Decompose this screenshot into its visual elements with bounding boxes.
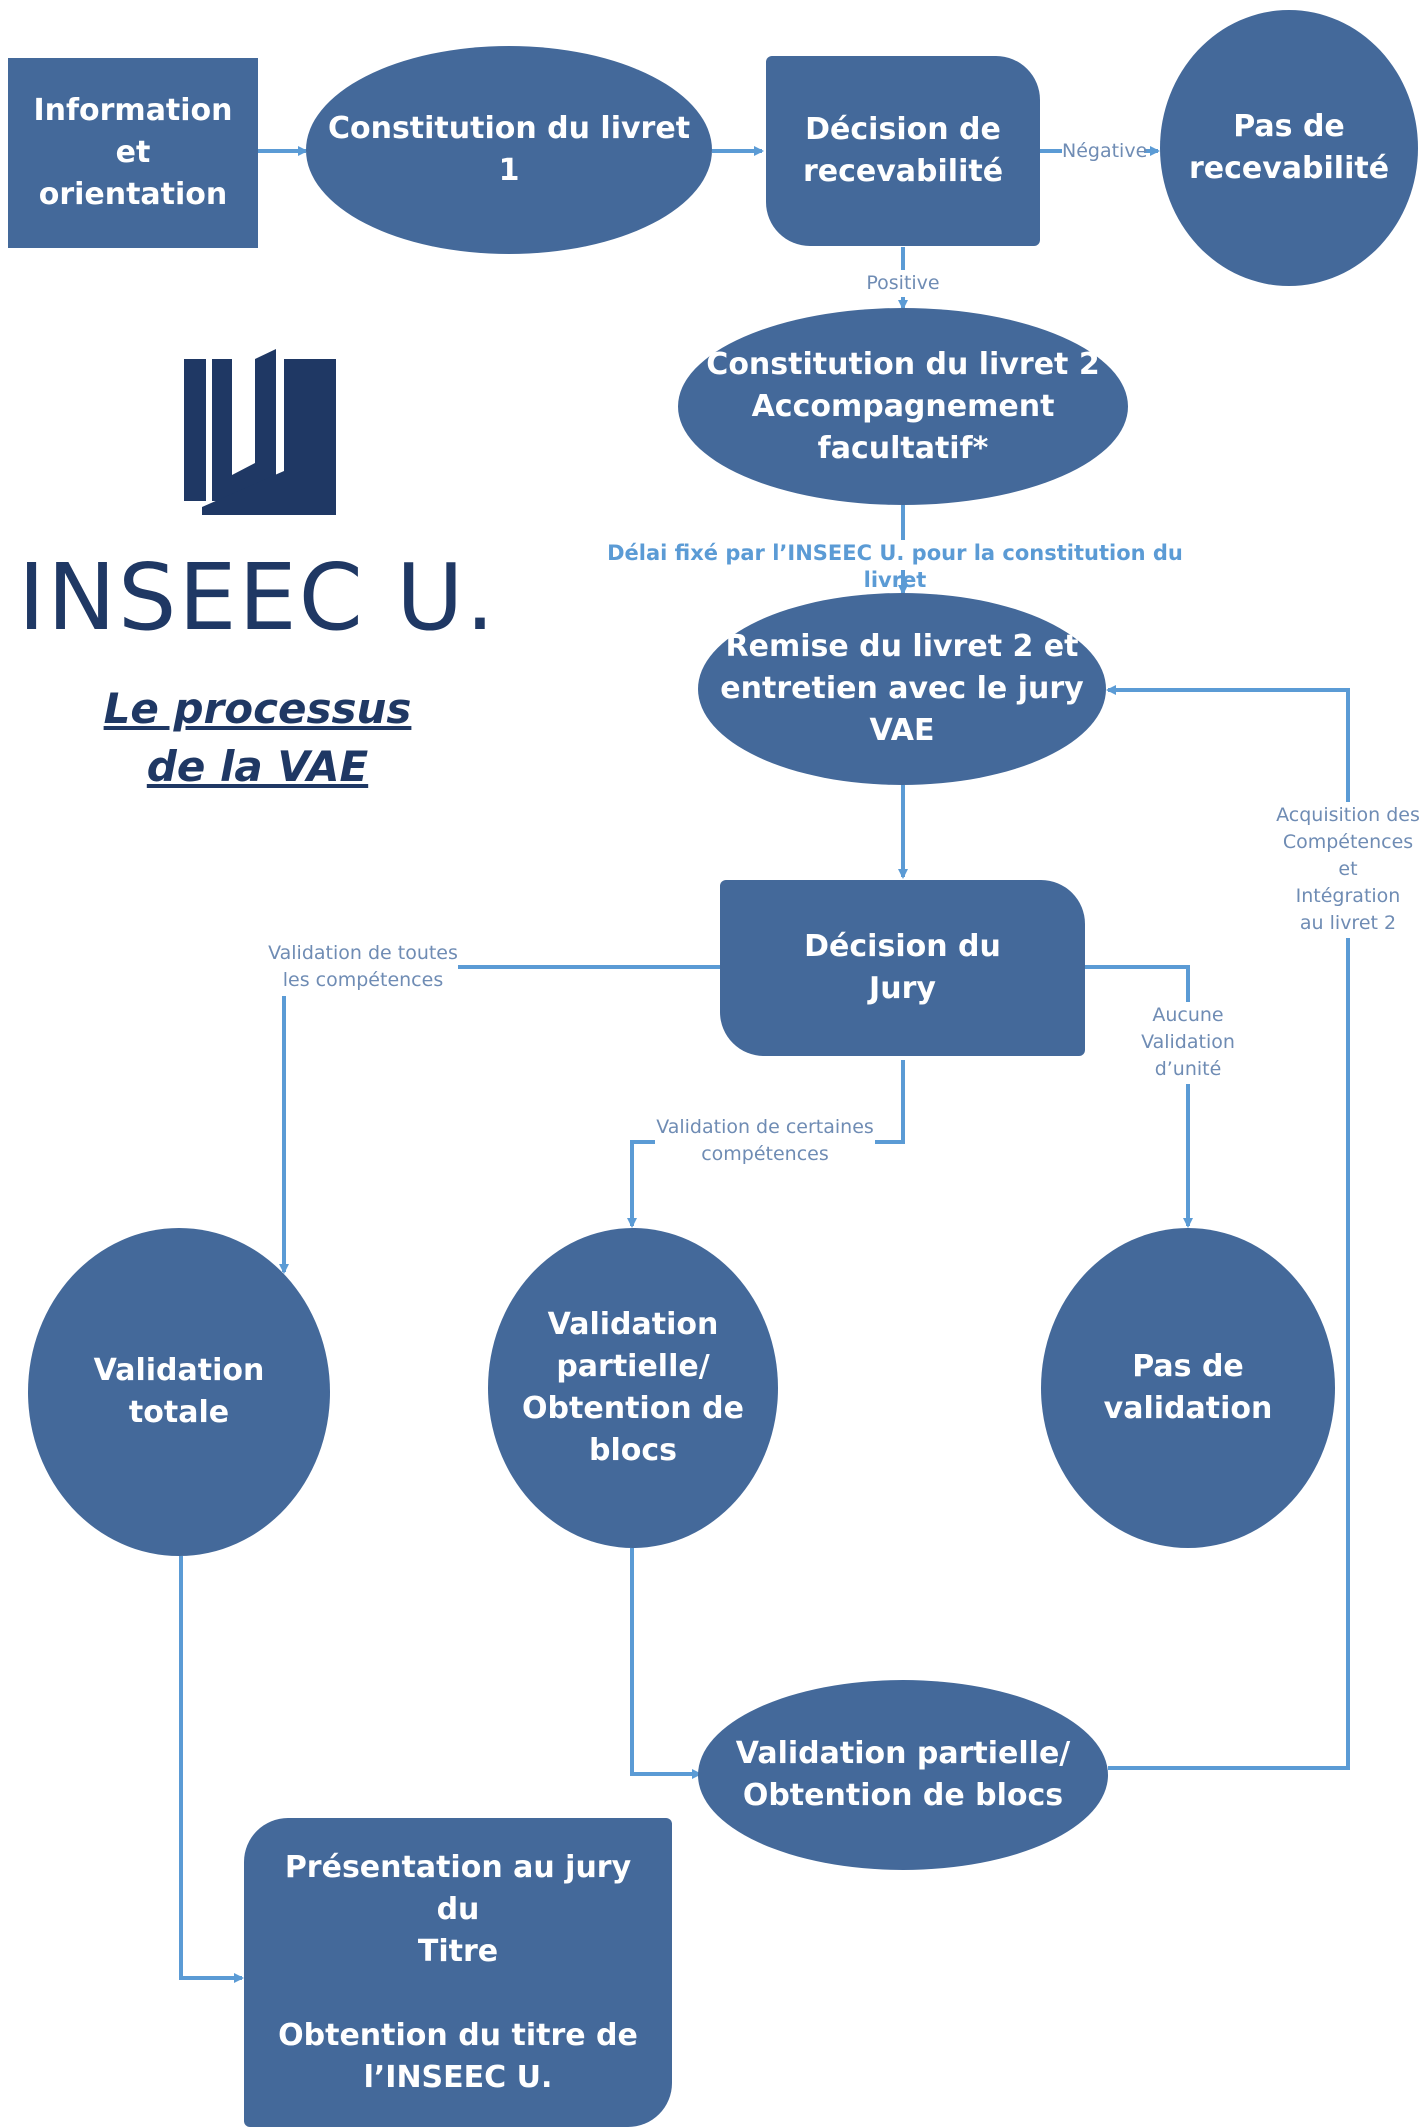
- edge-label-validation-certaines: Validation de certaines compétences: [655, 1114, 875, 1170]
- node-decision-recevabilite: Décision de recevabilité: [766, 56, 1040, 246]
- node-presentation-jury-titre: Présentation au jury du Titre Obtention …: [244, 1818, 672, 2127]
- edge-label-delai: Délai fixé par l’INSEEC U. pour la const…: [590, 540, 1200, 592]
- inseec-u-logo-icon: [180, 335, 340, 515]
- node-pas-de-validation: Pas de validation: [1041, 1228, 1335, 1548]
- edge-label-positive: Positive: [863, 270, 943, 297]
- node-validation-partielle-2: Validation partielle/ Obtention de blocs: [698, 1680, 1108, 1870]
- brand-logo-text: INSEEC U.: [18, 544, 497, 651]
- edge-validation-totale-to-presentation: [179, 1556, 244, 1983]
- edge-label-aucune-validation: Aucune Validation d’unité: [1130, 1002, 1246, 1084]
- node-validation-partielle: Validation partielle/ Obtention de blocs: [488, 1228, 778, 1548]
- edge-jury-to-pas-validation: [1085, 965, 1193, 1228]
- edge-label-validation-toutes: Validation de toutes les compétences: [268, 940, 458, 996]
- edge-validation-partielle-to-partielle-2: [630, 1548, 702, 1779]
- node-remise-livret-2-entretien: Remise du livret 2 et entretien avec le …: [698, 593, 1106, 785]
- edge-label-acquisition-competences: Acquisition des Compétences et Intégrati…: [1272, 802, 1424, 938]
- node-information-orientation: Information et orientation: [8, 58, 258, 248]
- node-constitution-livret-2: Constitution du livret 2 Accompagnement …: [678, 308, 1128, 505]
- node-pas-de-recevabilite: Pas de recevabilité: [1160, 10, 1418, 286]
- node-constitution-livret-1: Constitution du livret 1: [306, 46, 712, 254]
- edge-partielle-2-to-remise: [1106, 685, 1350, 1770]
- edge-label-negative: Négative: [1062, 138, 1147, 165]
- node-decision-du-jury: Décision du Jury: [720, 880, 1085, 1056]
- page-subtitle: Le processus de la VAE: [103, 684, 412, 791]
- node-validation-totale: Validation totale: [28, 1228, 330, 1556]
